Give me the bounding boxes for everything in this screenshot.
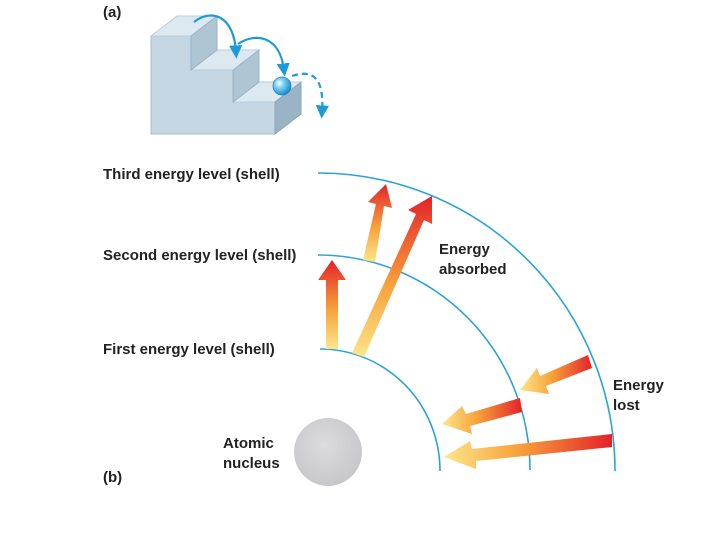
absorbed-label-line-2: absorbed bbox=[439, 260, 507, 280]
absorbed-arrow-3 bbox=[352, 196, 432, 357]
absorbed-arrow-1 bbox=[318, 260, 346, 349]
energy-absorbed-label: Energy absorbed bbox=[439, 240, 507, 280]
atomic-nucleus-label: Atomic nucleus bbox=[223, 434, 280, 474]
first-energy-level-label: First energy level (shell) bbox=[103, 340, 275, 360]
nucleus-label-line-1: Atomic bbox=[223, 434, 280, 454]
lost-label-line-1: Energy bbox=[613, 376, 664, 396]
energy-lost-label: Energy lost bbox=[613, 376, 664, 416]
absorbed-arrow-2 bbox=[363, 184, 392, 262]
panel-a-label: (a) bbox=[103, 3, 121, 23]
staircase-illustration bbox=[151, 15, 322, 134]
lost-label-line-2: lost bbox=[613, 396, 664, 416]
second-energy-level-label: Second energy level (shell) bbox=[103, 246, 296, 266]
third-energy-level-label: Third energy level (shell) bbox=[103, 165, 280, 185]
electron-ball-icon bbox=[273, 77, 291, 95]
energy-lost-arrows bbox=[442, 355, 612, 469]
atomic-nucleus bbox=[294, 418, 362, 486]
panel-b-label: (b) bbox=[103, 468, 122, 488]
energy-absorbed-arrows bbox=[318, 184, 432, 357]
nucleus-label-line-2: nucleus bbox=[223, 454, 280, 474]
lost-arrow-2 bbox=[442, 398, 522, 434]
absorbed-label-line-1: Energy bbox=[439, 240, 507, 260]
lost-arrow-1 bbox=[520, 355, 592, 394]
